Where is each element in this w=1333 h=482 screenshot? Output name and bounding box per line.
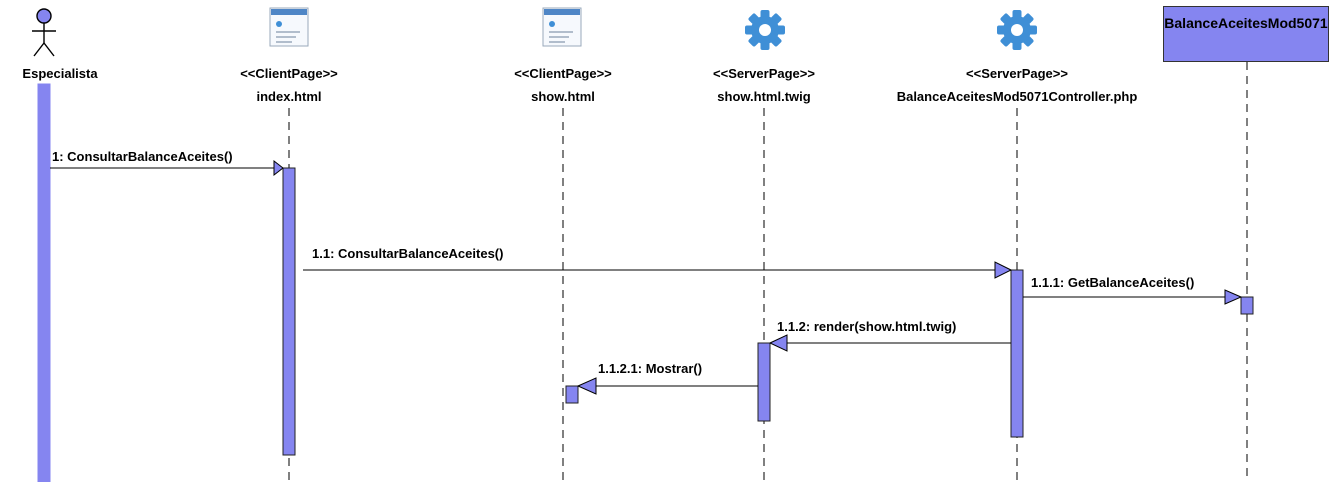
message-arrowhead bbox=[273, 159, 284, 177]
lifeline-name: BalanceAceitesMod5071Controller.php bbox=[897, 89, 1138, 104]
activation-twig bbox=[757, 342, 771, 422]
activation-show bbox=[565, 385, 579, 404]
client-page-icon bbox=[269, 7, 309, 47]
lifeline-name: show.html.twig bbox=[717, 89, 810, 104]
message-arrowhead bbox=[768, 334, 788, 352]
lifeline-stereotype: <<ClientPage>> bbox=[514, 66, 612, 81]
lifeline-name: index.html bbox=[256, 89, 321, 104]
message-label: 1.1.2: render(show.html.twig) bbox=[777, 319, 956, 334]
lifeline-stereotype: <<ServerPage>> bbox=[713, 66, 815, 81]
message-arrowhead bbox=[576, 377, 597, 395]
lifeline-stereotype: <<ServerPage>> bbox=[966, 66, 1068, 81]
entity-name: BalanceAceitesMod5071 bbox=[1164, 15, 1328, 31]
actor-icon bbox=[32, 8, 56, 57]
client-page-icon bbox=[542, 7, 582, 47]
message-label: 1.1.2.1: Mostrar() bbox=[598, 361, 702, 376]
lifeline-stereotype: <<ClientPage>> bbox=[240, 66, 338, 81]
actor-name: Especialista bbox=[22, 66, 98, 81]
message-label: 1: ConsultarBalanceAceites() bbox=[52, 149, 233, 164]
message-label: 1.1: ConsultarBalanceAceites() bbox=[312, 246, 503, 261]
entity-box: BalanceAceitesMod5071 bbox=[1163, 6, 1329, 62]
activation-controller bbox=[1010, 269, 1024, 438]
message-arrowhead bbox=[1224, 289, 1243, 305]
message-label: 1.1.1: GetBalanceAceites() bbox=[1031, 275, 1194, 290]
activation-especialista bbox=[37, 83, 51, 482]
server-page-gear-icon bbox=[997, 10, 1037, 50]
activation-index bbox=[282, 167, 296, 456]
server-page-gear-icon bbox=[745, 10, 785, 50]
activation-entity bbox=[1240, 296, 1254, 315]
lifeline-name: show.html bbox=[531, 89, 595, 104]
message-arrowhead bbox=[994, 261, 1013, 279]
